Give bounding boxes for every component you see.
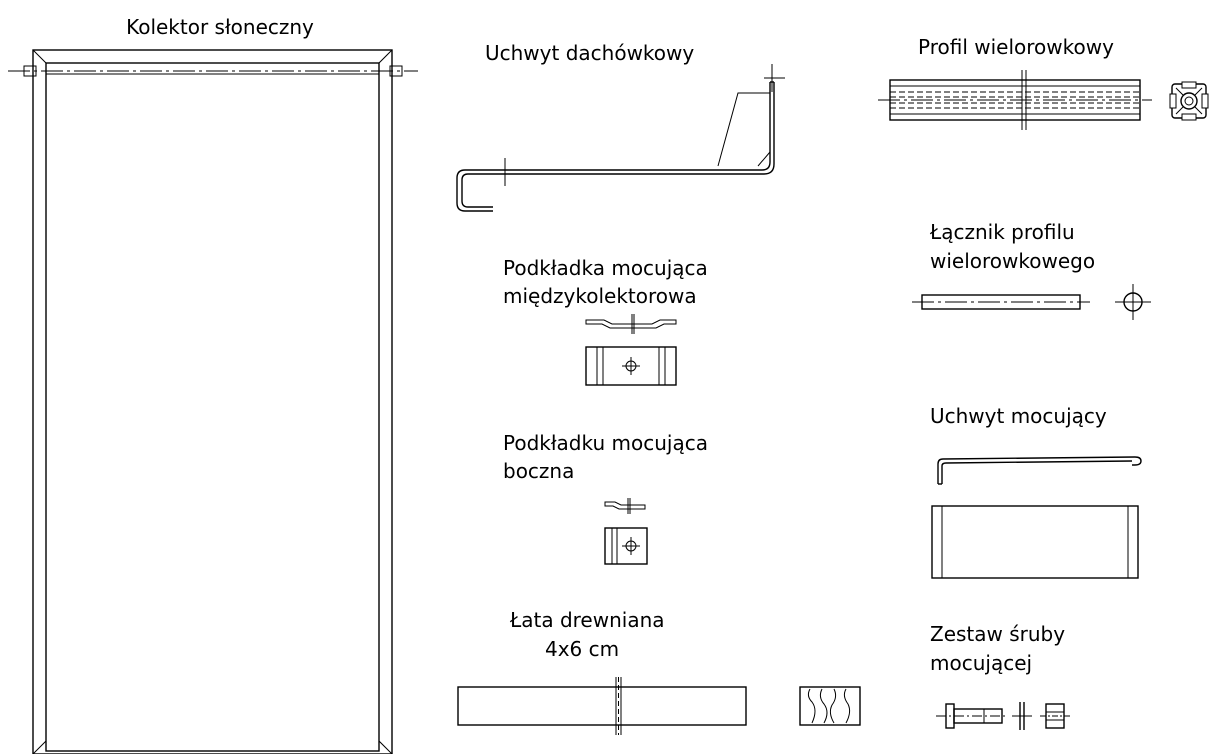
wooden-batten-component: Łata drewniana 4x6 cm bbox=[457, 608, 861, 735]
roof-hook-title: Uchwyt dachówkowy bbox=[485, 41, 694, 65]
side-pad-title-line2: boczna bbox=[503, 459, 574, 483]
bolt-set-component: Zestaw śruby mocującej bbox=[930, 622, 1072, 730]
profile-component: Profil wielorowkowy bbox=[878, 35, 1209, 130]
wooden-batten-drawing bbox=[457, 677, 861, 735]
inter-collector-pad-title-line1: Podkładka mocująca bbox=[503, 256, 708, 280]
connector-title-line1: Łącznik profilu bbox=[929, 220, 1075, 244]
mounting-bracket-drawing bbox=[931, 456, 1142, 579]
profile-title: Profil wielorowkowy bbox=[918, 35, 1114, 59]
collector-title: Kolektor słoneczny bbox=[126, 15, 314, 39]
side-pad-title-line1: Podkładku mocująca bbox=[503, 431, 708, 455]
wood-grain-section-icon bbox=[799, 686, 861, 726]
wooden-batten-title-line2: 4x6 cm bbox=[545, 637, 619, 661]
bolt-set-title-line2: mocującej bbox=[930, 651, 1032, 675]
side-pad-component: Podkładku mocująca boczna bbox=[503, 431, 708, 565]
inter-collector-pad-title-line2: międzykolektorowa bbox=[503, 284, 697, 308]
roof-hook-component: Uchwyt dachówkowy bbox=[456, 41, 785, 212]
inter-collector-pad-drawing bbox=[585, 314, 677, 386]
mounting-bracket-title: Uchwyt mocujący bbox=[930, 404, 1107, 428]
collector-component: Kolektor słoneczny bbox=[8, 15, 418, 754]
bolt-set-drawing bbox=[936, 702, 1072, 730]
profile-section-icon bbox=[1169, 81, 1209, 121]
connector-component: Łącznik profilu wielorowkowego bbox=[912, 220, 1151, 320]
bolt-set-title-line1: Zestaw śruby bbox=[930, 622, 1065, 646]
inter-collector-pad-component: Podkładka mocująca międzykolektorowa bbox=[503, 256, 708, 386]
roof-hook-drawing bbox=[456, 64, 785, 212]
collector-frame-drawing bbox=[8, 49, 418, 754]
profile-drawing bbox=[878, 70, 1209, 130]
bolt-icon bbox=[936, 703, 1008, 729]
side-pad-drawing bbox=[604, 498, 648, 565]
connector-drawing bbox=[912, 284, 1151, 320]
washer-icon bbox=[1012, 702, 1032, 730]
wooden-batten-title-line1: Łata drewniana bbox=[509, 608, 665, 632]
mounting-bracket-component: Uchwyt mocujący bbox=[930, 404, 1142, 579]
nut-icon bbox=[1040, 703, 1072, 729]
connector-title-line2: wielorowkowego bbox=[930, 249, 1095, 273]
